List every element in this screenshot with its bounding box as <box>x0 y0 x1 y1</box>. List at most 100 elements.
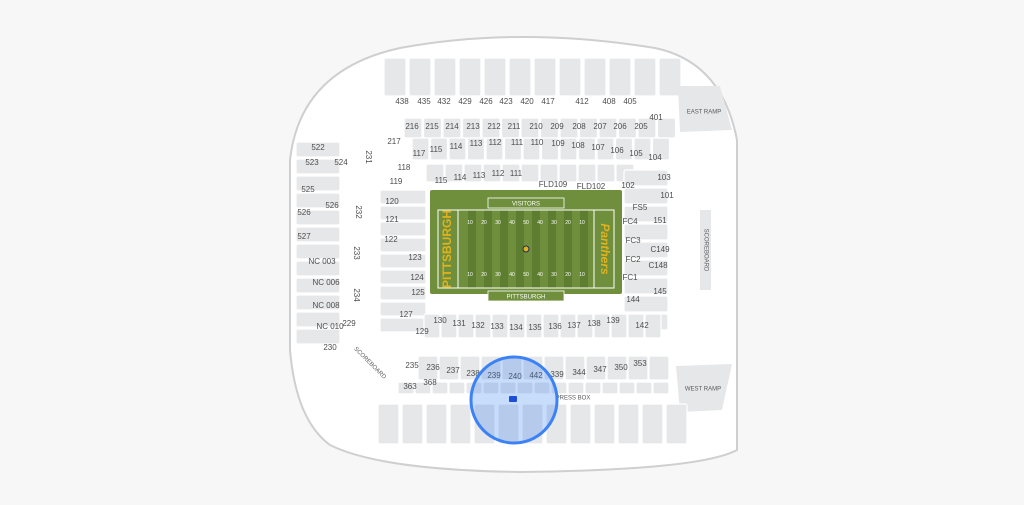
section-left-block[interactable] <box>379 189 427 205</box>
section-bottom-block[interactable] <box>576 313 594 339</box>
section-bottom-block[interactable] <box>559 313 577 339</box>
upper-section-block[interactable] <box>569 403 592 445</box>
section-lower-block[interactable] <box>501 163 521 183</box>
upper-section-block[interactable] <box>408 57 432 97</box>
upper-section-block[interactable] <box>295 175 341 192</box>
upper-section-block[interactable] <box>483 57 507 97</box>
section-bottom-block[interactable] <box>525 313 543 339</box>
upper-section-block[interactable] <box>583 57 607 97</box>
section-bottom-block[interactable] <box>627 313 645 339</box>
section-right-block[interactable] <box>623 205 669 223</box>
upper-section-block[interactable] <box>295 226 341 243</box>
section-300-block[interactable] <box>516 381 534 395</box>
upper-section-block[interactable] <box>658 57 682 97</box>
section-100-block[interactable] <box>559 137 578 161</box>
upper-section-block[interactable] <box>633 57 657 97</box>
section-lower-block[interactable] <box>596 163 616 183</box>
section-bottom-block[interactable] <box>474 313 492 339</box>
section-right-block[interactable] <box>623 241 669 259</box>
upper-section-block[interactable] <box>295 294 341 311</box>
upper-section-block[interactable] <box>641 403 664 445</box>
section-100-block[interactable] <box>633 137 652 161</box>
section-200-bottom-block[interactable] <box>585 355 607 381</box>
section-200-bottom-block[interactable] <box>417 355 439 381</box>
upper-section-block[interactable] <box>295 141 341 158</box>
section-lower-block[interactable] <box>577 163 597 183</box>
section-300-block[interactable] <box>431 381 449 395</box>
section-100-block[interactable] <box>596 137 615 161</box>
section-bottom-block[interactable] <box>440 313 458 339</box>
section-right-block[interactable] <box>623 187 669 205</box>
upper-section-block[interactable] <box>295 209 341 226</box>
section-right-block[interactable] <box>623 259 669 277</box>
section-left-block[interactable] <box>379 221 427 237</box>
upper-section-block[interactable] <box>533 57 557 97</box>
section-bottom-block[interactable] <box>457 313 475 339</box>
section-300-block[interactable] <box>618 381 636 395</box>
section-bottom-block[interactable] <box>491 313 509 339</box>
section-300-block[interactable] <box>414 381 432 395</box>
section-300-block[interactable] <box>499 381 517 395</box>
upper-section-block[interactable] <box>401 403 424 445</box>
upper-section-block[interactable] <box>665 403 688 445</box>
section-100-block[interactable] <box>577 137 597 161</box>
section-right-block[interactable] <box>623 277 669 295</box>
section-lower-block[interactable] <box>539 163 559 183</box>
section-100-block[interactable] <box>540 137 560 161</box>
section-300-block[interactable] <box>652 381 670 395</box>
section-bottom-block[interactable] <box>610 313 628 339</box>
section-300-block[interactable] <box>482 381 500 395</box>
section-100-block[interactable] <box>522 137 541 161</box>
section-200-bottom-block[interactable] <box>438 355 460 381</box>
section-lower-block[interactable] <box>444 163 464 183</box>
section-right-block[interactable] <box>623 223 669 241</box>
section-lower-block[interactable] <box>482 163 502 183</box>
upper-section-block[interactable] <box>593 403 616 445</box>
upper-section-block[interactable] <box>377 403 400 445</box>
upper-section-block[interactable] <box>295 260 341 277</box>
section-200-bottom-block[interactable] <box>627 355 649 381</box>
section-200-bottom-block[interactable] <box>564 355 586 381</box>
section-bottom-block[interactable] <box>508 313 526 339</box>
section-100-block[interactable] <box>448 137 467 161</box>
section-100-block[interactable] <box>411 137 430 161</box>
upper-section-block[interactable] <box>433 57 457 97</box>
section-left-block[interactable] <box>379 269 427 285</box>
upper-section-block[interactable] <box>425 403 448 445</box>
section-100-block[interactable] <box>429 137 449 161</box>
section-lower-block[interactable] <box>558 163 578 183</box>
section-300-block[interactable] <box>397 381 415 395</box>
section-300-block[interactable] <box>584 381 602 395</box>
section-left-block[interactable] <box>379 237 427 253</box>
section-300-block[interactable] <box>635 381 653 395</box>
section-left-block[interactable] <box>379 253 427 269</box>
section-200-bottom-block[interactable] <box>459 355 481 381</box>
upper-section-block[interactable] <box>558 57 582 97</box>
section-100-block[interactable] <box>651 137 671 161</box>
section-lower-block[interactable] <box>463 163 483 183</box>
selected-section-highlight[interactable] <box>469 355 559 445</box>
section-bottom-block[interactable] <box>542 313 560 339</box>
upper-section-block[interactable] <box>508 57 532 97</box>
section-left-block[interactable] <box>379 301 427 317</box>
section-bottom-block[interactable] <box>593 313 611 339</box>
section-left-block[interactable] <box>379 285 427 301</box>
upper-section-block[interactable] <box>383 57 407 97</box>
section-right-block[interactable] <box>623 169 669 187</box>
section-lower-block[interactable] <box>425 163 445 183</box>
upper-section-block[interactable] <box>295 192 341 209</box>
section-100-block[interactable] <box>466 137 486 161</box>
upper-section-block[interactable] <box>295 311 341 328</box>
section-right-block[interactable] <box>623 295 669 313</box>
upper-section-block[interactable] <box>295 243 341 260</box>
section-100-block[interactable] <box>485 137 504 161</box>
upper-section-block[interactable] <box>617 403 640 445</box>
section-200-bottom-block[interactable] <box>648 355 670 381</box>
upper-section-block[interactable] <box>608 57 632 97</box>
section-bottom-block[interactable] <box>644 313 662 339</box>
upper-section-block[interactable] <box>295 277 341 294</box>
upper-section-block[interactable] <box>295 328 341 345</box>
section-100-block[interactable] <box>614 137 634 161</box>
upper-section-block[interactable] <box>295 158 341 175</box>
upper-section-block[interactable] <box>521 403 544 445</box>
